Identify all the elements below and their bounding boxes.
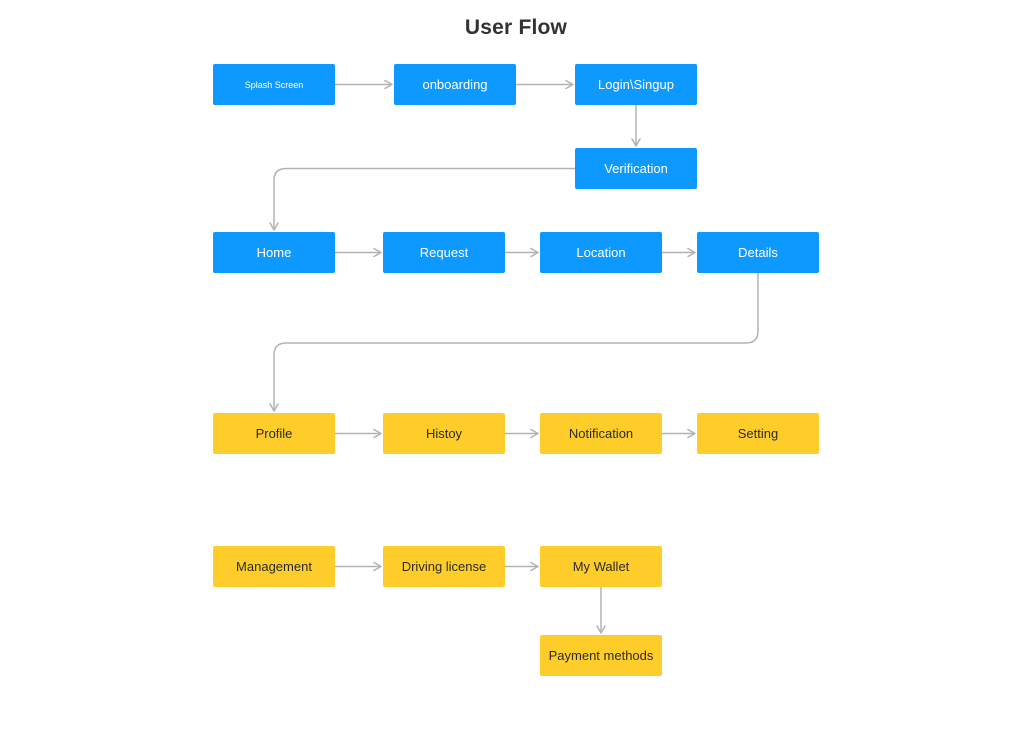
node-my-wallet[interactable]: My Wallet — [540, 546, 662, 587]
connector-details-profile — [269, 273, 759, 412]
connector-verification-home — [269, 167, 575, 231]
node-home[interactable]: Home — [213, 232, 335, 273]
node-login-signup[interactable]: Login\Singup — [575, 64, 697, 105]
node-details[interactable]: Details — [697, 232, 819, 273]
node-setting[interactable]: Setting — [697, 413, 819, 454]
node-location[interactable]: Location — [540, 232, 662, 273]
diagram-title: User Flow — [464, 16, 568, 39]
node-verification[interactable]: Verification — [575, 148, 697, 189]
node-request[interactable]: Request — [383, 232, 505, 273]
node-onboarding[interactable]: onboarding — [394, 64, 516, 105]
node-driving-license[interactable]: Driving license — [383, 546, 505, 587]
node-splash-screen[interactable]: Splash Screen — [213, 64, 335, 105]
node-history[interactable]: Histoy — [383, 413, 505, 454]
node-management[interactable]: Management — [213, 546, 335, 587]
node-profile[interactable]: Profile — [213, 413, 335, 454]
node-notification[interactable]: Notification — [540, 413, 662, 454]
node-payment-methods[interactable]: Payment methods — [540, 635, 662, 676]
